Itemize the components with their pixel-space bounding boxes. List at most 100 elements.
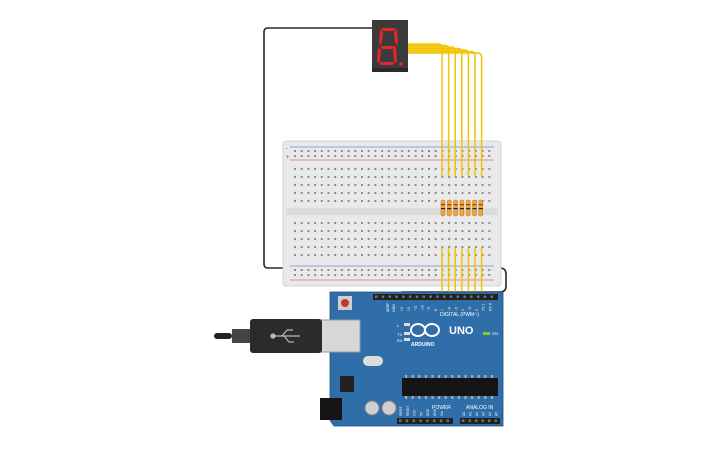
- breadboard-hole[interactable]: [374, 238, 377, 240]
- breadboard-hole[interactable]: [394, 246, 397, 248]
- breadboard-hole[interactable]: [334, 192, 337, 194]
- breadboard-hole[interactable]: [461, 246, 464, 248]
- breadboard-hole[interactable]: [414, 176, 417, 178]
- breadboard-hole[interactable]: [461, 238, 464, 240]
- breadboard-hole[interactable]: [468, 222, 471, 224]
- breadboard-hole[interactable]: [434, 230, 437, 232]
- breadboard-hole[interactable]: [387, 269, 390, 271]
- breadboard-hole[interactable]: [374, 168, 377, 170]
- breadboard-hole[interactable]: [387, 274, 390, 276]
- breadboard-hole[interactable]: [354, 150, 357, 152]
- breadboard-hole[interactable]: [367, 184, 370, 186]
- breadboard-hole[interactable]: [300, 269, 303, 271]
- breadboard-hole[interactable]: [381, 230, 384, 232]
- breadboard-hole[interactable]: [381, 222, 384, 224]
- breadboard-hole[interactable]: [327, 222, 330, 224]
- breadboard-hole[interactable]: [327, 269, 330, 271]
- breadboard-hole[interactable]: [307, 168, 310, 170]
- breadboard-hole[interactable]: [434, 192, 437, 194]
- breadboard-hole[interactable]: [320, 269, 323, 271]
- breadboard-hole[interactable]: [394, 150, 397, 152]
- breadboard-hole[interactable]: [454, 238, 457, 240]
- breadboard-hole[interactable]: [488, 176, 491, 178]
- breadboard-hole[interactable]: [314, 155, 317, 157]
- breadboard-hole[interactable]: [454, 176, 457, 178]
- breadboard-hole[interactable]: [488, 230, 491, 232]
- breadboard-hole[interactable]: [421, 184, 424, 186]
- breadboard-hole[interactable]: [421, 200, 424, 202]
- breadboard-hole[interactable]: [394, 274, 397, 276]
- breadboard-hole[interactable]: [367, 168, 370, 170]
- breadboard-hole[interactable]: [488, 184, 491, 186]
- breadboard-hole[interactable]: [367, 200, 370, 202]
- breadboard-hole[interactable]: [434, 269, 437, 271]
- breadboard-hole[interactable]: [347, 222, 350, 224]
- breadboard-hole[interactable]: [320, 230, 323, 232]
- breadboard-hole[interactable]: [340, 274, 343, 276]
- breadboard-hole[interactable]: [381, 155, 384, 157]
- breadboard-hole[interactable]: [347, 168, 350, 170]
- breadboard-hole[interactable]: [448, 192, 451, 194]
- breadboard-hole[interactable]: [474, 274, 477, 276]
- breadboard-hole[interactable]: [407, 269, 410, 271]
- breadboard-hole[interactable]: [421, 168, 424, 170]
- breadboard-hole[interactable]: [407, 184, 410, 186]
- breadboard-hole[interactable]: [488, 269, 491, 271]
- breadboard-hole[interactable]: [387, 184, 390, 186]
- breadboard-hole[interactable]: [334, 238, 337, 240]
- breadboard-hole[interactable]: [354, 155, 357, 157]
- breadboard-hole[interactable]: [367, 155, 370, 157]
- breadboard-hole[interactable]: [347, 230, 350, 232]
- breadboard-hole[interactable]: [334, 230, 337, 232]
- breadboard-hole[interactable]: [421, 155, 424, 157]
- breadboard-hole[interactable]: [434, 274, 437, 276]
- breadboard-holes[interactable]: [294, 150, 491, 276]
- breadboard-hole[interactable]: [488, 254, 491, 256]
- breadboard-hole[interactable]: [367, 176, 370, 178]
- breadboard-hole[interactable]: [441, 238, 444, 240]
- breadboard-hole[interactable]: [434, 150, 437, 152]
- breadboard-hole[interactable]: [354, 238, 357, 240]
- breadboard-hole[interactable]: [468, 274, 471, 276]
- breadboard-hole[interactable]: [474, 150, 477, 152]
- breadboard-hole[interactable]: [347, 192, 350, 194]
- breadboard-hole[interactable]: [374, 246, 377, 248]
- breadboard-hole[interactable]: [454, 246, 457, 248]
- breadboard-hole[interactable]: [474, 269, 477, 271]
- breadboard-hole[interactable]: [314, 222, 317, 224]
- breadboard-hole[interactable]: [307, 254, 310, 256]
- breadboard-hole[interactable]: [300, 238, 303, 240]
- breadboard-hole[interactable]: [307, 222, 310, 224]
- breadboard-hole[interactable]: [314, 246, 317, 248]
- breadboard-hole[interactable]: [387, 168, 390, 170]
- breadboard-hole[interactable]: [374, 150, 377, 152]
- breadboard-hole[interactable]: [361, 192, 363, 194]
- breadboard-hole[interactable]: [414, 150, 417, 152]
- breadboard-hole[interactable]: [300, 200, 303, 202]
- breadboard-hole[interactable]: [294, 238, 296, 240]
- breadboard-hole[interactable]: [334, 150, 337, 152]
- signal-wires[interactable]: [408, 43, 483, 298]
- breadboard-hole[interactable]: [387, 200, 390, 202]
- breadboard-hole[interactable]: [428, 184, 430, 186]
- breadboard-hole[interactable]: [300, 176, 303, 178]
- breadboard-hole[interactable]: [407, 155, 410, 157]
- breadboard-hole[interactable]: [414, 269, 417, 271]
- breadboard-hole[interactable]: [320, 238, 323, 240]
- breadboard-hole[interactable]: [381, 238, 384, 240]
- breadboard-hole[interactable]: [381, 274, 384, 276]
- breadboard-hole[interactable]: [300, 274, 303, 276]
- breadboard-hole[interactable]: [347, 155, 350, 157]
- breadboard-hole[interactable]: [354, 246, 357, 248]
- breadboard-hole[interactable]: [327, 200, 330, 202]
- breadboard-hole[interactable]: [367, 246, 370, 248]
- breadboard-hole[interactable]: [320, 254, 323, 256]
- breadboard-hole[interactable]: [320, 176, 323, 178]
- breadboard-hole[interactable]: [361, 274, 363, 276]
- breadboard-hole[interactable]: [381, 176, 384, 178]
- breadboard-hole[interactable]: [327, 176, 330, 178]
- breadboard-hole[interactable]: [361, 150, 363, 152]
- breadboard-hole[interactable]: [414, 230, 417, 232]
- breadboard-hole[interactable]: [394, 230, 397, 232]
- breadboard-hole[interactable]: [307, 184, 310, 186]
